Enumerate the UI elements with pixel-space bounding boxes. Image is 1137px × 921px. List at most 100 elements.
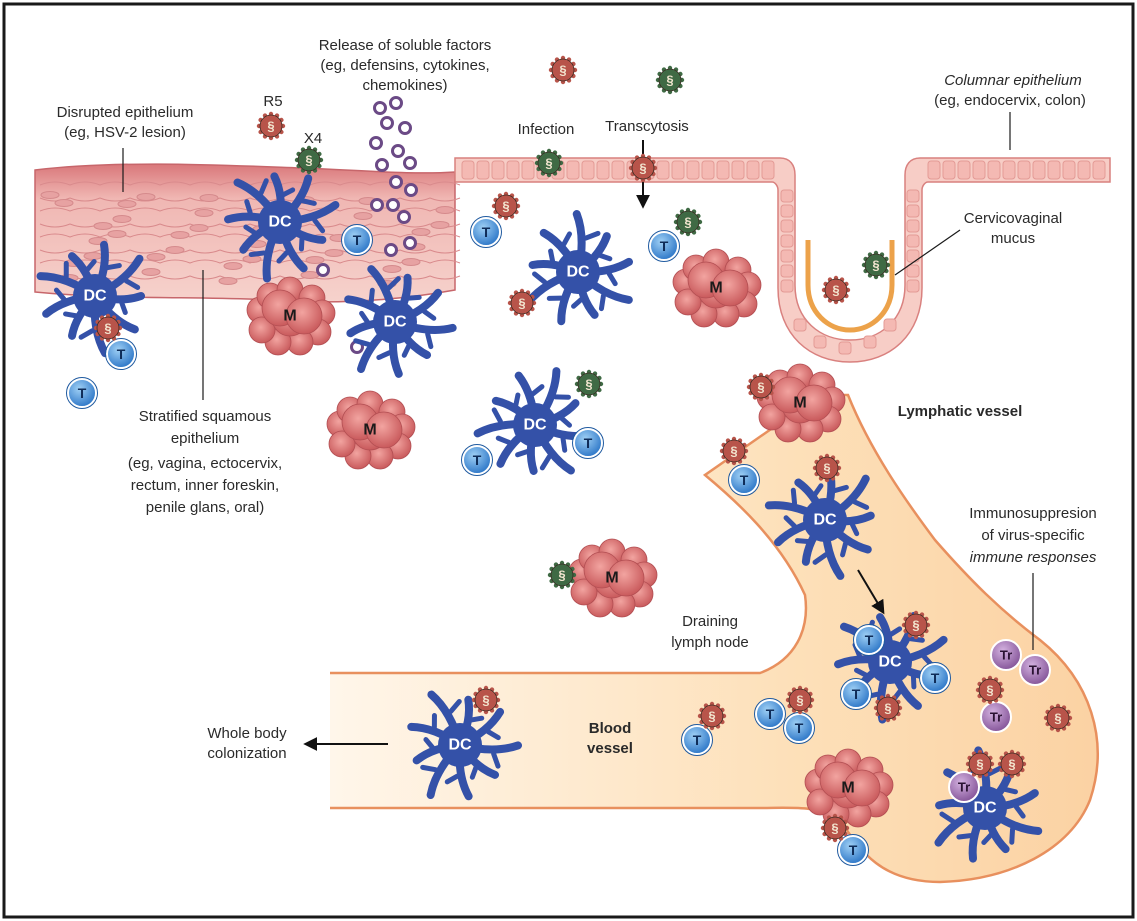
dendrite-branch <box>472 768 476 778</box>
soluble-factor-particle <box>388 200 399 211</box>
virion-core: § <box>1054 711 1061 726</box>
t-cell-label: T <box>353 232 362 248</box>
dendrite-branch <box>551 251 553 261</box>
blood-vessel-label-1: Blood <box>575 720 645 738</box>
epithelium-nucleus <box>436 207 454 214</box>
soluble-factor-particle <box>372 200 383 211</box>
t-cell-label: T <box>849 842 858 858</box>
virion-core: § <box>585 377 592 392</box>
dendritic-cell-label: DC <box>448 737 472 754</box>
t-cell: T <box>729 465 760 496</box>
epithelium-nucleus <box>219 278 237 285</box>
columnar-cell <box>907 235 919 247</box>
regulatory-t-cell-label: Tr <box>958 780 970 795</box>
dendrite-branch <box>1012 829 1013 842</box>
virion-core: § <box>986 683 993 698</box>
columnar-cell <box>1063 161 1075 179</box>
virion-core: § <box>832 283 839 298</box>
columnar-cell <box>597 161 609 179</box>
blood-vessel-label-2: vessel <box>575 740 645 758</box>
epithelium-nucleus <box>137 194 155 201</box>
stratified-label-4: rectum, inner foreskin, <box>100 477 310 495</box>
t-cell: T <box>841 679 872 710</box>
columnar-cell <box>477 161 489 179</box>
dendritic-cell-label: DC <box>566 264 590 281</box>
epithelium-nucleus <box>166 247 184 254</box>
stratified-label-3: (eg, vagina, ectocervix, <box>100 455 310 473</box>
dendrite-branch <box>601 296 603 309</box>
columnar-cell <box>884 319 896 331</box>
epithelium-nucleus <box>171 232 189 239</box>
t-cell-label: T <box>78 385 87 401</box>
columnar-cell <box>1093 161 1105 179</box>
columnar-cell <box>1033 161 1045 179</box>
columnar-cell <box>794 319 806 331</box>
t-cell: T <box>573 428 604 459</box>
columnar-cell <box>717 161 729 179</box>
epithelium-nucleus <box>412 229 430 236</box>
columnar-cell <box>1018 161 1030 179</box>
t-cell-label: T <box>660 238 669 254</box>
dendrite-branch <box>516 395 518 405</box>
dendrite-branch <box>108 266 120 268</box>
dendrite-branch <box>247 202 250 213</box>
columnar-cell <box>582 161 594 179</box>
dendrite-branch <box>797 541 807 542</box>
columnar-cell <box>781 280 793 292</box>
columnar-cell <box>907 190 919 202</box>
stratified-label-1: Stratified squamous <box>100 408 310 426</box>
regulatory-t-cell: Tr <box>981 702 1011 732</box>
macrophage-label: M <box>793 395 806 412</box>
columnar-cell <box>1078 161 1090 179</box>
columnar-cell <box>462 161 474 179</box>
columnar-cell <box>522 161 534 179</box>
virion-core: § <box>1008 757 1015 772</box>
soluble-factor-particle <box>382 118 393 129</box>
t-cell: T <box>854 625 885 656</box>
epithelium-nucleus <box>224 263 242 270</box>
t-cell-label: T <box>117 346 126 362</box>
whole-body-label-1: Whole body <box>192 725 302 743</box>
soluble-factors-label-2: (eg, defensins, cytokines, <box>300 57 510 75</box>
epithelium-nucleus <box>190 225 208 232</box>
columnar-cell <box>747 161 759 179</box>
epithelium-nucleus <box>301 272 319 279</box>
columnar-cell <box>864 336 876 348</box>
soluble-factor-particle <box>399 212 410 223</box>
t-cell-label: T <box>693 732 702 748</box>
epithelium-nucleus <box>113 216 131 223</box>
soluble-factor-particle <box>377 160 388 171</box>
dendrite-branch <box>371 290 372 302</box>
virion-core: § <box>502 199 509 214</box>
regulatory-t-cell-label: Tr <box>1000 648 1012 663</box>
columnar-cell <box>657 161 669 179</box>
columnar-cell <box>1048 161 1060 179</box>
virion-core: § <box>823 461 830 476</box>
virion-core: § <box>559 63 566 78</box>
columnar-cell <box>907 205 919 217</box>
dendrite-branch <box>356 341 369 345</box>
epithelium-nucleus <box>200 195 218 202</box>
columnar-cell <box>781 205 793 217</box>
virion-core: § <box>912 618 919 633</box>
columnar-cell <box>781 235 793 247</box>
dendrite-branch <box>793 490 794 503</box>
soluble-factor-particle <box>391 98 402 109</box>
immunosuppression-label-3: immune responses <box>948 549 1118 567</box>
columnar-cell <box>958 161 970 179</box>
dendrite-branch <box>301 239 302 249</box>
t-cell: T <box>462 445 493 476</box>
epithelium-nucleus <box>354 213 372 220</box>
dendrite-branch <box>1005 789 1015 791</box>
transcytosis-label: Transcytosis <box>597 118 697 136</box>
mucus-label-1: Cervicovaginal <box>948 210 1078 228</box>
macrophage-label: M <box>709 280 722 297</box>
dendrite-branch <box>303 201 314 204</box>
epithelium-nucleus <box>147 254 165 261</box>
columnar-epithelium-examples: (eg, endocervix, colon) <box>910 92 1110 110</box>
columnar-epithelium-title: Columnar epithelium <box>918 72 1108 90</box>
dendritic-cell-label: DC <box>973 800 997 817</box>
dendrite-branch <box>959 836 971 837</box>
dendrite-branch <box>423 767 436 769</box>
t-cell-label: T <box>584 435 593 451</box>
